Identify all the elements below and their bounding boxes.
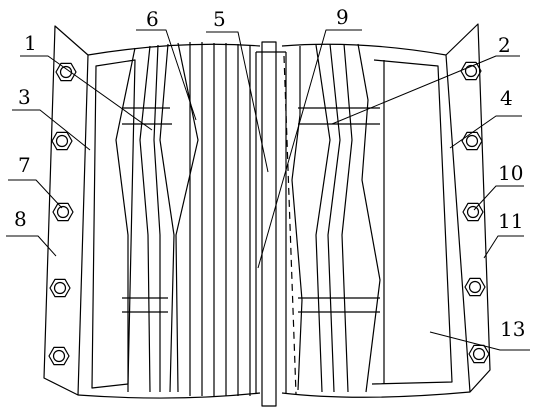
bolt-icon	[460, 61, 482, 81]
left-bolts	[48, 62, 77, 366]
bolt-icon	[462, 202, 484, 222]
bolt-icon	[48, 346, 70, 366]
callout-labels: 1 2 3 4 5 6 7 8 9 10 11 13	[14, 5, 525, 341]
leader-3	[12, 109, 91, 151]
callout-5: 5	[213, 7, 226, 31]
bolt-icon	[49, 278, 71, 298]
callout-3: 3	[18, 85, 31, 109]
vertical-ribs	[189, 42, 251, 396]
callout-8: 8	[14, 207, 27, 231]
leader-2	[331, 55, 520, 125]
callout-11: 11	[498, 209, 523, 233]
callout-4: 4	[500, 86, 513, 110]
bolt-icon	[468, 344, 490, 364]
bolt-icon	[52, 202, 74, 222]
right-bellows-folds	[291, 43, 381, 393]
bolt-icon	[55, 62, 77, 82]
leader-5	[206, 31, 269, 173]
center-clamp-bar	[255, 41, 297, 407]
right-inner-frame	[371, 59, 453, 385]
callout-9: 9	[336, 5, 349, 29]
callout-6: 6	[146, 7, 159, 31]
leader-10	[473, 185, 524, 211]
callout-10: 10	[498, 161, 523, 185]
inner-frames	[91, 59, 453, 389]
bolt-icon	[51, 131, 73, 151]
callout-13: 13	[500, 317, 525, 341]
leader-6	[136, 29, 197, 121]
bolt-icon	[464, 277, 486, 297]
leader-1	[20, 55, 153, 131]
cross-bars	[122, 107, 380, 313]
callout-7: 7	[18, 153, 31, 177]
left-flange	[43, 25, 261, 399]
leader-8	[6, 235, 57, 257]
bolt-icon	[461, 131, 483, 151]
leader-9	[257, 29, 362, 269]
leader-4	[449, 115, 522, 149]
leader-7	[8, 179, 63, 209]
callout-2: 2	[498, 33, 511, 57]
callout-1: 1	[24, 31, 37, 55]
left-bellows-folds	[115, 42, 199, 393]
leader-13	[429, 331, 530, 351]
right-flange	[281, 23, 491, 398]
leader-11	[483, 235, 524, 259]
leader-lines	[6, 29, 530, 351]
